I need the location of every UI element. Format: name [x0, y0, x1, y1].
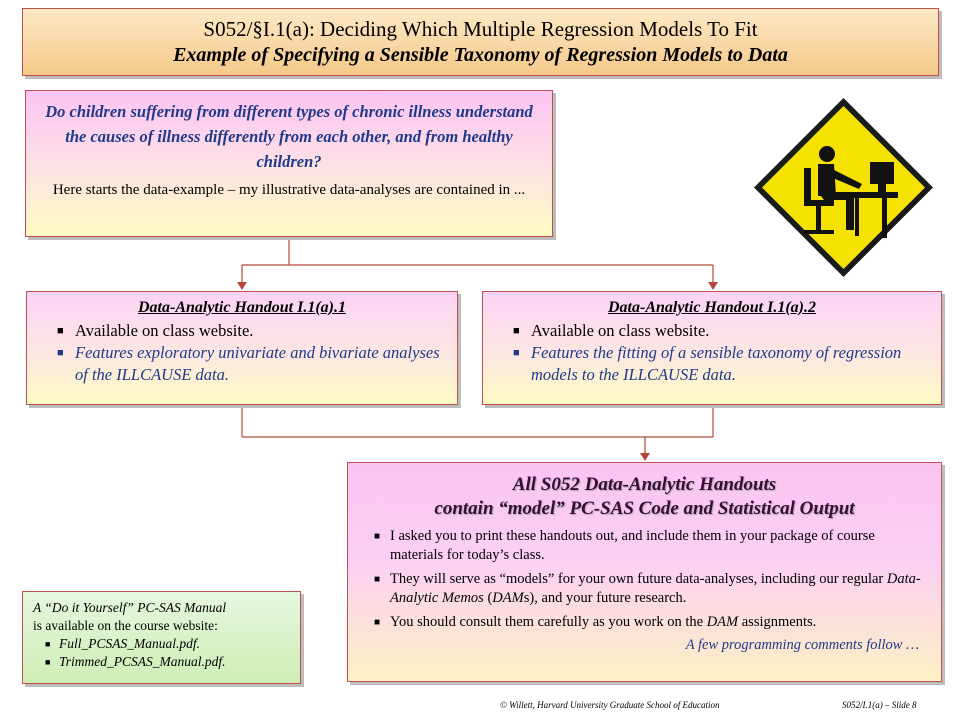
manual-line1: A “Do it Yourself” PC-SAS Manual [33, 600, 227, 615]
handout-2-title: Data-Analytic Handout I.1(a).2 [607, 299, 816, 316]
models-followup: A few programming comments follow … [685, 637, 919, 653]
list-item: ■Available on class website. [513, 321, 710, 340]
square-bullet-icon: ■ [57, 325, 64, 337]
models-title-line2: contain “model” PC-SAS Code and Statisti… [434, 498, 855, 519]
square-bullet-icon: ■ [374, 531, 381, 542]
arrow-head-models [640, 453, 650, 461]
question-box: Do children suffering from different typ… [25, 90, 553, 237]
arrow-head-handout1 [237, 282, 247, 290]
list-item: ■Features exploratory univariate and biv… [57, 343, 440, 384]
footer-slide-number: S052/I.1(a) – Slide 8 [842, 700, 917, 710]
question-subtext: Here starts the data-example – my illust… [52, 182, 526, 198]
list-item: ■They will serve as “models” for your ow… [374, 571, 921, 606]
square-bullet-icon: ■ [57, 347, 64, 359]
computer-user-warning-sign-icon [754, 98, 933, 277]
footer-copyright: © Willett, Harvard University Graduate S… [500, 700, 720, 710]
list-item: ■Available on class website. [57, 321, 254, 340]
square-bullet-icon: ■ [513, 325, 520, 337]
title-box: S052/§I.1(a): Deciding Which Multiple Re… [22, 8, 939, 76]
list-item: ■Trimmed_PCSAS_Manual.pdf. [45, 654, 226, 669]
list-item: ■I asked you to print these handouts out… [374, 528, 875, 563]
list-item: ■You should consult them carefully as yo… [374, 614, 817, 630]
square-bullet-icon: ■ [374, 617, 381, 628]
manual-box: A “Do it Yourself” PC-SAS Manual is avai… [22, 591, 301, 684]
slide-title: S052/§I.1(a): Deciding Which Multiple Re… [203, 17, 758, 41]
list-item: ■Full_PCSAS_Manual.pdf. [45, 636, 200, 651]
handout-box-2: Data-Analytic Handout I.1(a).2 ■Availabl… [482, 291, 942, 405]
handout-box-1: Data-Analytic Handout I.1(a).1 ■Availabl… [26, 291, 458, 405]
models-box: All S052 Data-Analytic Handouts contain … [347, 462, 942, 682]
square-bullet-icon: ■ [45, 639, 51, 649]
arrow-head-handout2 [708, 282, 718, 290]
handout-1-title: Data-Analytic Handout I.1(a).1 [137, 299, 346, 316]
models-title-line1: All S052 Data-Analytic Handouts [512, 474, 777, 495]
list-item: ■Features the fitting of a sensible taxo… [513, 343, 902, 384]
square-bullet-icon: ■ [374, 574, 381, 585]
square-bullet-icon: ■ [45, 657, 51, 667]
slide-subtitle: Example of Specifying a Sensible Taxonom… [173, 44, 788, 66]
research-question: Do children suffering from different typ… [45, 102, 533, 171]
square-bullet-icon: ■ [513, 347, 520, 359]
manual-line2: is available on the course website: [33, 618, 218, 633]
